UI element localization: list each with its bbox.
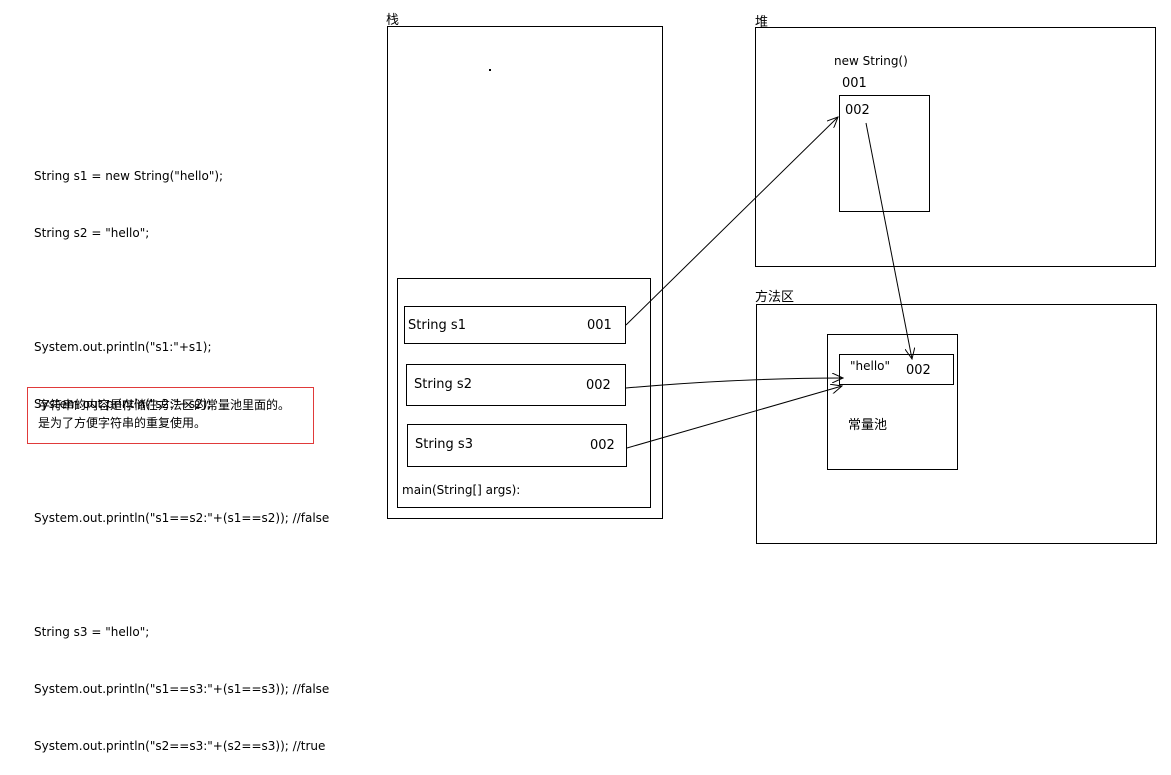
stack-var-s2-name: String s2 [414, 377, 472, 392]
note-line-2: 是为了方便字符串的重复使用。 [38, 416, 207, 430]
arrow-heap-to-pool [865, 122, 912, 359]
stack-var-s3-name: String s3 [415, 437, 473, 452]
code-line: String s1 = new String("hello"); [34, 169, 224, 183]
code-line: System.out.println("s2:"+s2); [34, 397, 212, 411]
code-line: System.out.println("s1==s3:"+(s1==s3)); … [34, 682, 330, 696]
code-line: System.out.println("s1==s2:"+(s1==s2)); … [34, 511, 330, 525]
reference-arrows [625, 0, 1171, 449]
stack-var-s1 [404, 306, 626, 344]
code-line: System.out.println("s2==s3:"+(s2==s3)); … [34, 739, 326, 753]
main-frame-label: main(String[] args): [402, 483, 521, 497]
constant-pool [827, 334, 958, 470]
method-area [756, 304, 1157, 544]
constant-pool-label: 常量池 [848, 418, 888, 433]
code-line: String s2 = "hello"; [34, 226, 150, 240]
method-area-title: 方法区 [755, 290, 795, 305]
code-line: String s3 = "hello"; [34, 625, 150, 639]
code-line [34, 566, 329, 585]
arrow-s3-to-pool [626, 386, 842, 449]
note-box: 字符串的内容是存储在方法区的常量池里面的。 是为了方便字符串的重复使用。 [27, 387, 314, 444]
arrow-s1-to-heap [625, 117, 838, 326]
heap-title: 堆 [755, 15, 769, 30]
heap-object-box [839, 95, 930, 212]
arrow-s2-to-pool [625, 378, 843, 389]
stack-area [387, 26, 663, 519]
heap-object-addr: 001 [842, 76, 867, 91]
pool-entry-addr: 002 [906, 363, 931, 378]
stack-title: 栈 [386, 13, 400, 28]
stack-var-s1-addr: 001 [587, 318, 612, 333]
heap-object-value: 002 [845, 103, 870, 118]
heap-area [755, 27, 1156, 267]
stack-var-s3-addr: 002 [590, 438, 615, 453]
main-frame [397, 278, 651, 508]
pool-entry [839, 354, 954, 385]
pool-entry-value: "hello" [850, 359, 891, 373]
note-line-1: 字符串的内容是存储在方法区的常量池里面的。 [38, 398, 291, 412]
stack-var-s2-addr: 002 [586, 378, 611, 393]
code-line: System.out.println("s1:"+s1); [34, 340, 212, 354]
stack-var-s3 [407, 424, 627, 467]
dot-mark [489, 69, 491, 71]
stack-var-s1-name: String s1 [408, 318, 466, 333]
stack-var-s2 [406, 364, 626, 406]
heap-object-label: new String() [834, 54, 908, 68]
